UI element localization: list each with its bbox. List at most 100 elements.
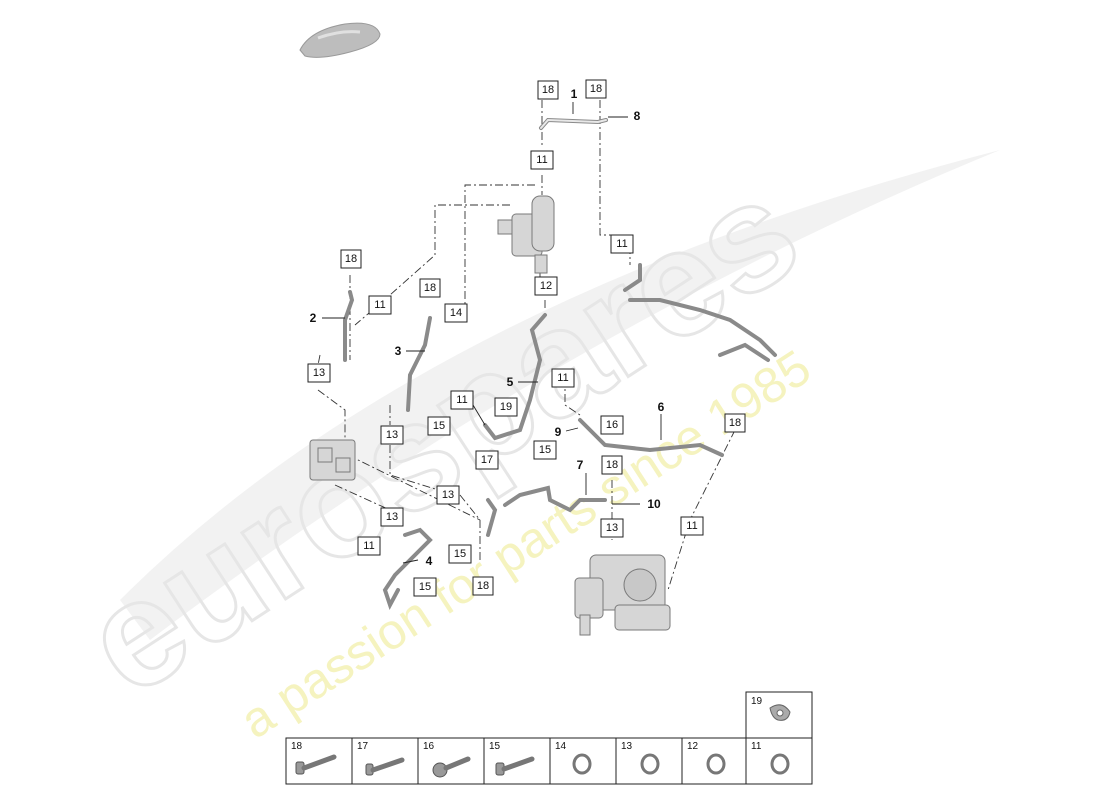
ac-compressor xyxy=(574,554,671,636)
part-number: 5 xyxy=(507,375,514,389)
svg-text:14: 14 xyxy=(450,307,462,319)
svg-text:16: 16 xyxy=(606,419,618,431)
part-number: 10 xyxy=(647,497,661,511)
svg-text:13: 13 xyxy=(313,367,325,379)
svg-text:17: 17 xyxy=(357,741,369,752)
callout-11: 11 xyxy=(680,516,704,536)
bolt-icon xyxy=(432,756,471,778)
svg-text:11: 11 xyxy=(751,741,762,752)
svg-text:13: 13 xyxy=(621,741,633,752)
part-number: 3 xyxy=(395,344,402,358)
svg-text:12: 12 xyxy=(540,280,552,292)
callout-13: 13 xyxy=(307,363,331,383)
callout-13: 13 xyxy=(600,518,624,538)
svg-text:11: 11 xyxy=(456,394,467,406)
part-number: 8 xyxy=(634,109,641,123)
callout-18: 18 xyxy=(537,80,559,100)
bolt-icon xyxy=(295,754,337,775)
svg-text:11: 11 xyxy=(616,238,627,250)
parts-table-cell: 16 xyxy=(417,737,485,785)
svg-text:18: 18 xyxy=(729,417,741,429)
ac-lines xyxy=(343,117,777,611)
svg-text:11: 11 xyxy=(557,372,568,384)
part-number: 4 xyxy=(426,554,433,568)
parts-table-cell: 12 xyxy=(681,737,747,785)
car-silhouette-icon xyxy=(299,22,381,58)
callout-15: 15 xyxy=(413,577,437,597)
callout-18: 18 xyxy=(340,249,362,269)
svg-text:11: 11 xyxy=(374,299,385,311)
callout-11: 11 xyxy=(530,150,554,170)
svg-text:18: 18 xyxy=(590,83,602,95)
svg-text:18: 18 xyxy=(291,741,303,752)
seal-ring-icon xyxy=(572,753,592,775)
svg-text:14: 14 xyxy=(555,741,567,752)
callout-19: 19 xyxy=(494,397,518,417)
callout-18: 18 xyxy=(585,79,607,99)
callout-18: 18 xyxy=(724,413,746,433)
svg-text:15: 15 xyxy=(539,444,551,456)
part-number: 2 xyxy=(310,311,317,325)
bolt-icon xyxy=(365,757,405,776)
seal-ring-icon xyxy=(770,753,790,775)
leader-lines xyxy=(322,102,662,564)
svg-text:18: 18 xyxy=(424,282,436,294)
parts-table-cell: 15 xyxy=(483,737,551,785)
part-number: 9 xyxy=(555,425,562,439)
svg-text:15: 15 xyxy=(419,581,431,593)
svg-text:15: 15 xyxy=(489,741,501,752)
part-number: 1 xyxy=(571,87,578,101)
svg-text:13: 13 xyxy=(386,511,398,523)
svg-text:15: 15 xyxy=(433,420,445,432)
parts-table-cell: 13 xyxy=(615,737,683,785)
part-number: 7 xyxy=(577,458,584,472)
parts-table-cell: 17 xyxy=(351,737,419,785)
svg-text:18: 18 xyxy=(477,580,489,592)
svg-text:12: 12 xyxy=(687,741,699,752)
svg-text:18: 18 xyxy=(606,459,618,471)
svg-text:18: 18 xyxy=(542,84,554,96)
callout-11: 11 xyxy=(450,390,474,410)
svg-text:19: 19 xyxy=(751,696,763,707)
svg-text:13: 13 xyxy=(386,429,398,441)
callout-15: 15 xyxy=(533,440,557,460)
seal-ring-icon xyxy=(706,753,726,775)
parts-table: 19 18 17 16 xyxy=(285,691,813,785)
svg-text:18: 18 xyxy=(345,253,357,265)
accumulator xyxy=(497,195,555,274)
svg-text:15: 15 xyxy=(454,548,466,560)
callout-16: 16 xyxy=(600,415,624,435)
callout-17: 17 xyxy=(475,450,499,470)
valve-block xyxy=(309,439,356,481)
svg-text:11: 11 xyxy=(363,540,374,552)
parts-table-cell: 14 xyxy=(549,737,617,785)
svg-text:17: 17 xyxy=(481,454,493,466)
callout-13: 13 xyxy=(380,507,404,527)
callout-11: 11 xyxy=(610,234,634,254)
callouts: 18 18 11 11 18 11 18 14 12 13 11 11 19 1… xyxy=(307,79,746,597)
svg-text:19: 19 xyxy=(500,401,512,413)
callout-18: 18 xyxy=(419,278,441,298)
callout-18: 18 xyxy=(601,455,623,475)
parts-table-cell-top: 19 xyxy=(745,691,813,739)
callout-18: 18 xyxy=(472,576,494,596)
svg-text:13: 13 xyxy=(606,522,618,534)
hose-clamp-icon xyxy=(769,704,791,721)
callout-14: 14 xyxy=(444,303,468,323)
callout-15: 15 xyxy=(448,544,472,564)
callout-13: 13 xyxy=(436,485,460,505)
callout-11: 11 xyxy=(551,368,575,388)
callout-13: 13 xyxy=(380,425,404,445)
callout-15: 15 xyxy=(427,416,451,436)
svg-text:16: 16 xyxy=(423,741,435,752)
callout-11: 11 xyxy=(357,536,381,556)
parts-table-cell: 18 xyxy=(285,737,353,785)
part-number: 6 xyxy=(658,400,665,414)
seal-ring-icon xyxy=(640,753,660,775)
callout-12: 12 xyxy=(534,276,558,296)
parts-table-cell: 11 xyxy=(745,737,813,785)
callout-11: 11 xyxy=(368,295,392,315)
part-numbers: 1 2 3 4 5 6 7 8 9 10 xyxy=(310,87,665,568)
svg-text:11: 11 xyxy=(686,520,697,532)
